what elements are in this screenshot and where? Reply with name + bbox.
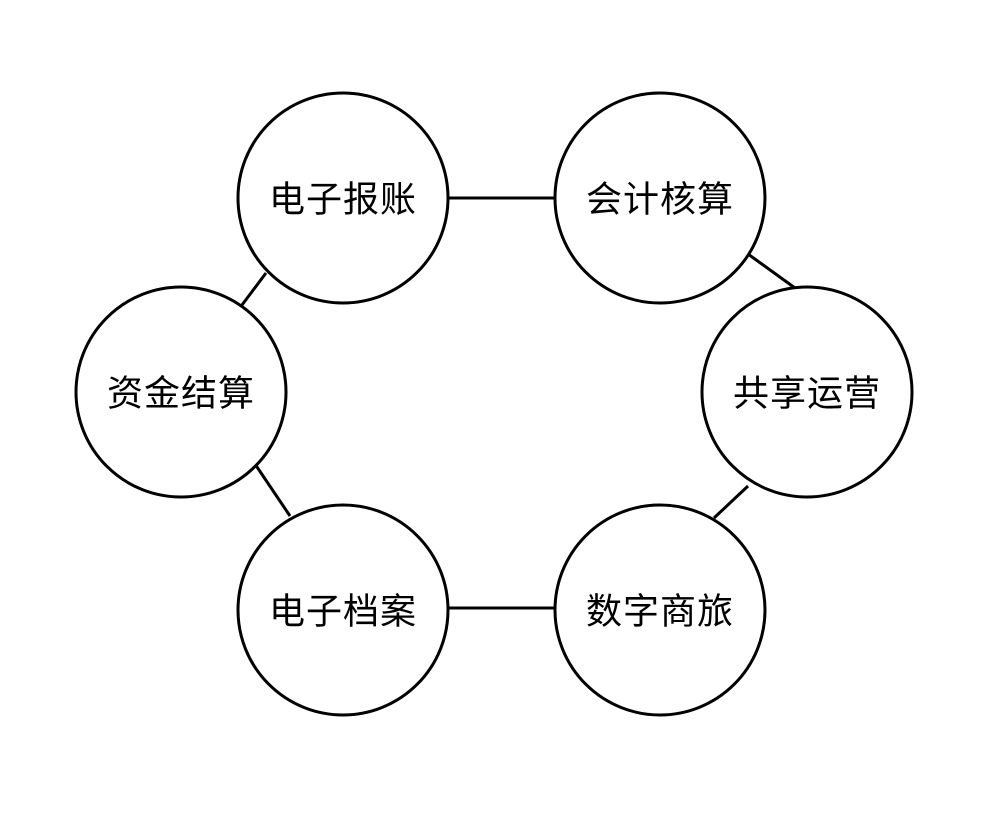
node-circle-dianzidangan[interactable]	[236, 503, 450, 717]
connector-kuaijihesuan-gongxiangyunying	[747, 252, 796, 290]
node-shuzishanglv[interactable]: 数字商旅	[553, 503, 767, 717]
node-circle-dianzibaozhang[interactable]	[236, 91, 450, 305]
node-circle-gongxiangyunying[interactable]	[700, 285, 914, 499]
node-label-zijinjiesuan: 资金结算	[107, 374, 255, 415]
node-circle-zijinjiesuan[interactable]	[74, 285, 288, 499]
node-label-shuzishanglv: 数字商旅	[586, 592, 734, 633]
node-label-kuaijihesuan: 会计核算	[586, 180, 734, 221]
node-label-gongxiangyunying: 共享运营	[733, 374, 881, 415]
node-label-dianzidangan: 电子档案	[269, 592, 417, 633]
node-label-dianzibaozhang: 电子报账	[269, 180, 417, 221]
node-circle-shuzishanglv[interactable]	[553, 503, 767, 717]
connector-gongxiangyunying-shuzishanglv	[712, 484, 750, 520]
connector-dianzidangan-zijinjiesuan	[253, 463, 292, 517]
connector-zijinjiesuan-dianzibaozhang	[240, 272, 268, 306]
connector-group	[240, 196, 796, 610]
node-zijinjiesuan[interactable]: 资金结算	[74, 285, 288, 499]
node-gongxiangyunying[interactable]: 共享运营	[700, 285, 914, 499]
node-kuaijihesuan[interactable]: 会计核算	[553, 91, 767, 305]
node-circle-kuaijihesuan[interactable]	[553, 91, 767, 305]
node-dianzibaozhang[interactable]: 电子报账	[236, 91, 450, 305]
node-dianzidangan[interactable]: 电子档案	[236, 503, 450, 717]
